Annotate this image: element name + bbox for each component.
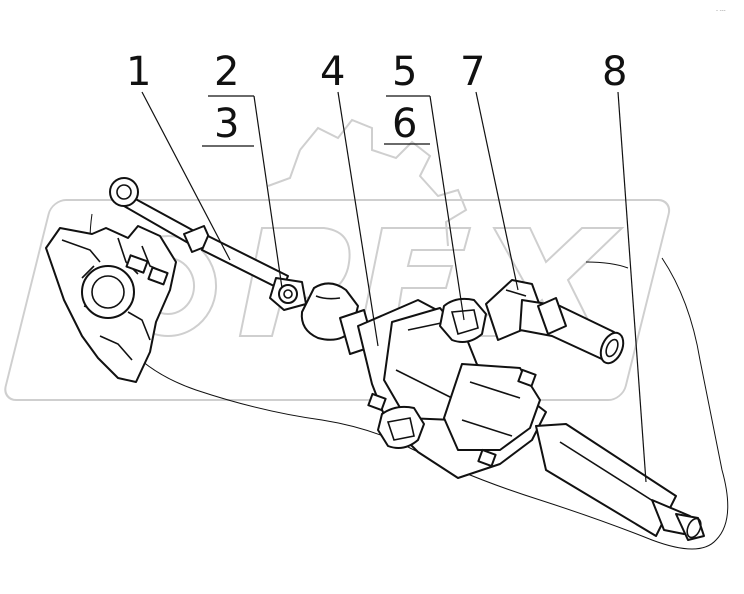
cab-outline — [89, 213, 729, 550]
part-8-output-tube — [535, 423, 705, 541]
callout-2: 2 — [214, 49, 240, 95]
callout-1: 1 — [126, 49, 152, 95]
part-7-inlet-elbow — [485, 279, 625, 365]
callout-3: 3 — [214, 101, 240, 147]
callout-4: 4 — [320, 49, 346, 95]
part-2-3-clevis — [269, 277, 307, 311]
leader-lines — [141, 91, 647, 483]
part-5-6-fitting — [377, 297, 487, 449]
pedal-bracket — [45, 225, 177, 383]
callout-6: 6 — [392, 101, 418, 147]
corner-mark: - --- — [716, 8, 726, 14]
callout-7: 7 — [460, 49, 486, 95]
part-1-push-rod — [109, 177, 289, 291]
callout-5: 5 — [392, 49, 418, 95]
callout-8: 8 — [602, 49, 628, 95]
